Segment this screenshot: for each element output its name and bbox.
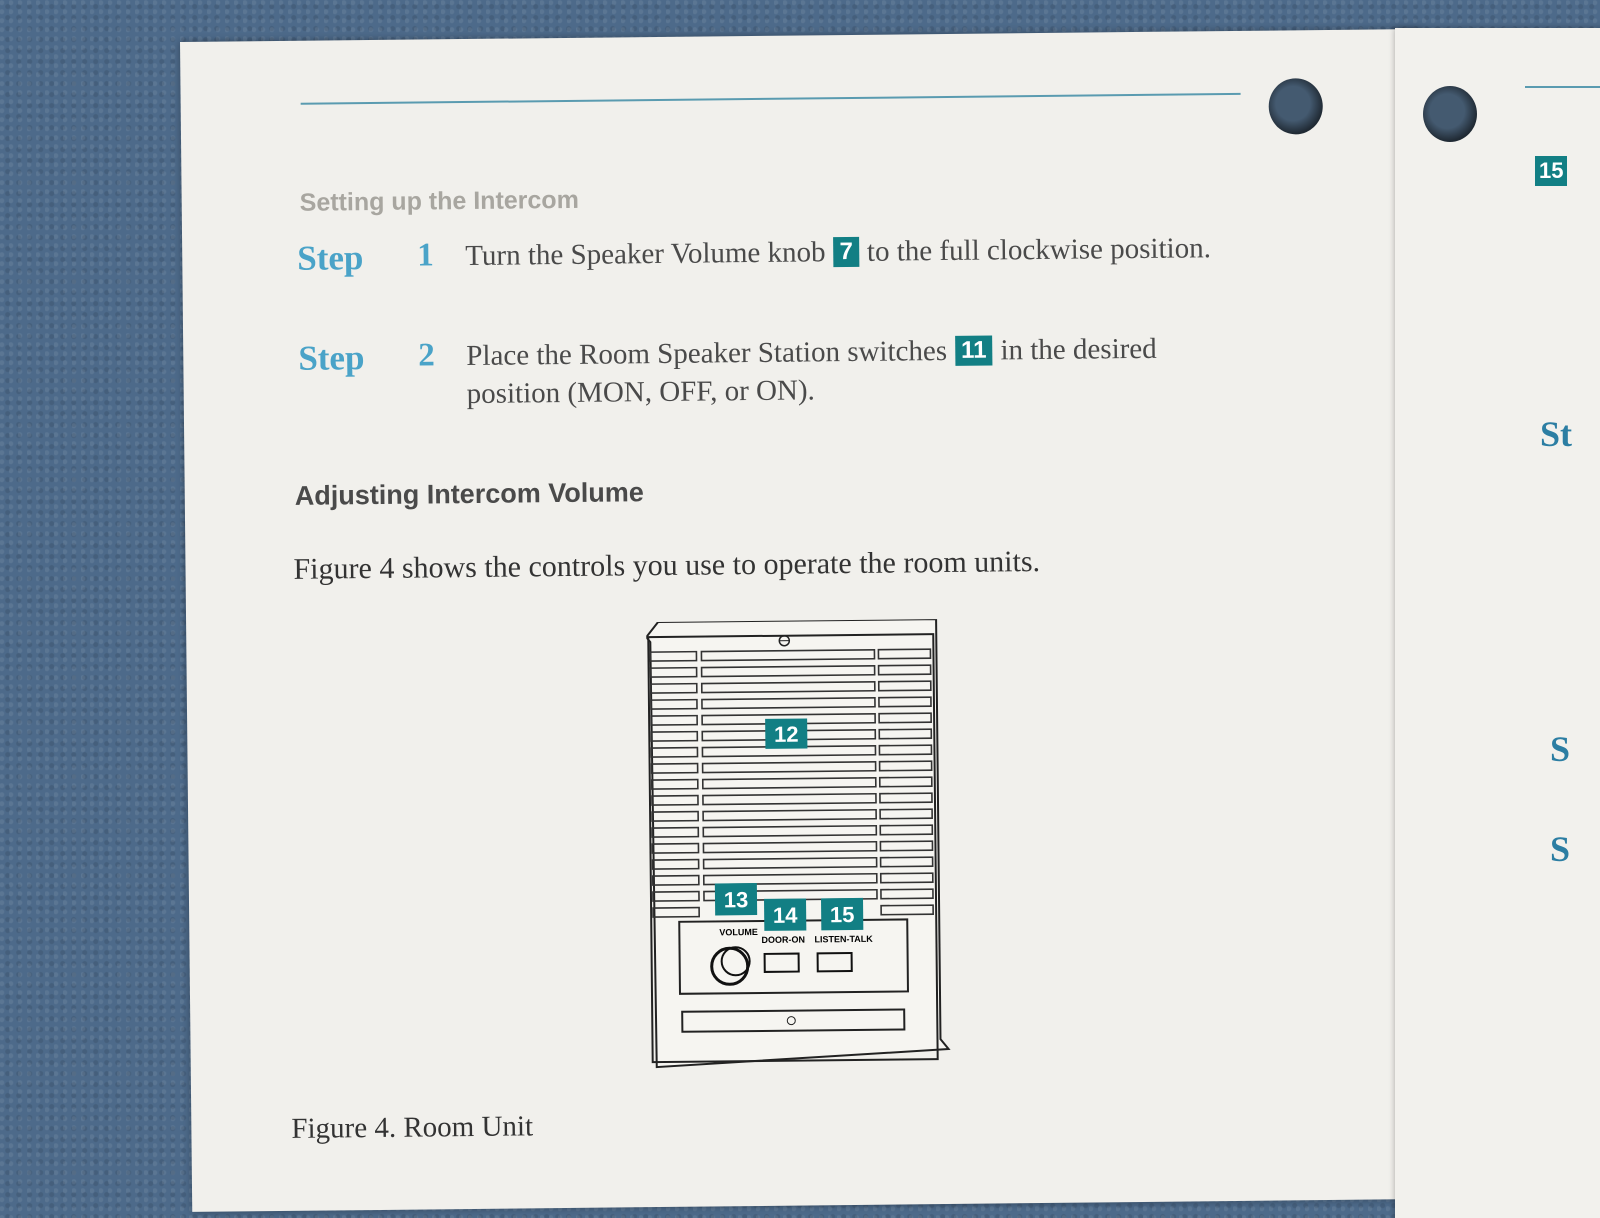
figure-caption: Figure 4. Room Unit — [291, 1110, 533, 1146]
room-unit-drawing: VOLUME DOOR-ON LISTEN-TALK 12 13 14 15 — [646, 619, 961, 1077]
svg-text:12: 12 — [774, 722, 799, 747]
step-text: Place the Room Speaker Station switches 1… — [466, 329, 1227, 413]
svg-text:14: 14 — [773, 903, 798, 928]
callout-13: 13 — [715, 883, 757, 915]
subheading: Adjusting Intercom Volume — [295, 477, 644, 512]
binder-hole — [1268, 78, 1323, 135]
svg-text:13: 13 — [724, 887, 749, 912]
facing-letter: S — [1550, 728, 1570, 770]
top-rule — [301, 93, 1241, 105]
binder-hole — [1423, 86, 1477, 142]
step-label: Step — [297, 238, 364, 279]
step-number: 1 — [417, 237, 434, 274]
callout-15: 15 — [821, 898, 863, 930]
facing-letter: St — [1540, 413, 1572, 455]
facing-letter: S — [1550, 828, 1570, 870]
room-unit-figure: VOLUME DOOR-ON LISTEN-TALK 12 13 14 15 — [646, 619, 961, 1082]
listen-talk-label: LISTEN-TALK — [814, 934, 873, 945]
callout-14: 14 — [764, 898, 806, 930]
step-label: Step — [298, 338, 365, 379]
facing-page: 15 St S S — [1395, 28, 1600, 1218]
callout-badge-7: 7 — [833, 237, 859, 267]
step-text-after: to the full clockwise position. — [867, 232, 1211, 268]
manual-page: Setting up the Intercom Step 1 Turn the … — [180, 29, 1432, 1212]
step-text-before: Turn the Speaker Volume knob — [465, 236, 826, 272]
section-heading: Setting up the Intercom — [300, 186, 579, 218]
svg-text:15: 15 — [830, 902, 855, 927]
step-text-before: Place the Room Speaker Station switches — [466, 335, 947, 372]
facing-rule — [1525, 86, 1600, 88]
intro-paragraph: Figure 4 shows the controls you use to o… — [293, 545, 1040, 587]
callout-badge-11: 11 — [955, 336, 993, 366]
volume-label: VOLUME — [719, 927, 758, 937]
door-on-label: DOOR-ON — [761, 935, 805, 945]
facing-badge: 15 — [1535, 156, 1567, 186]
step-number: 2 — [418, 337, 435, 374]
callout-12: 12 — [765, 718, 807, 748]
